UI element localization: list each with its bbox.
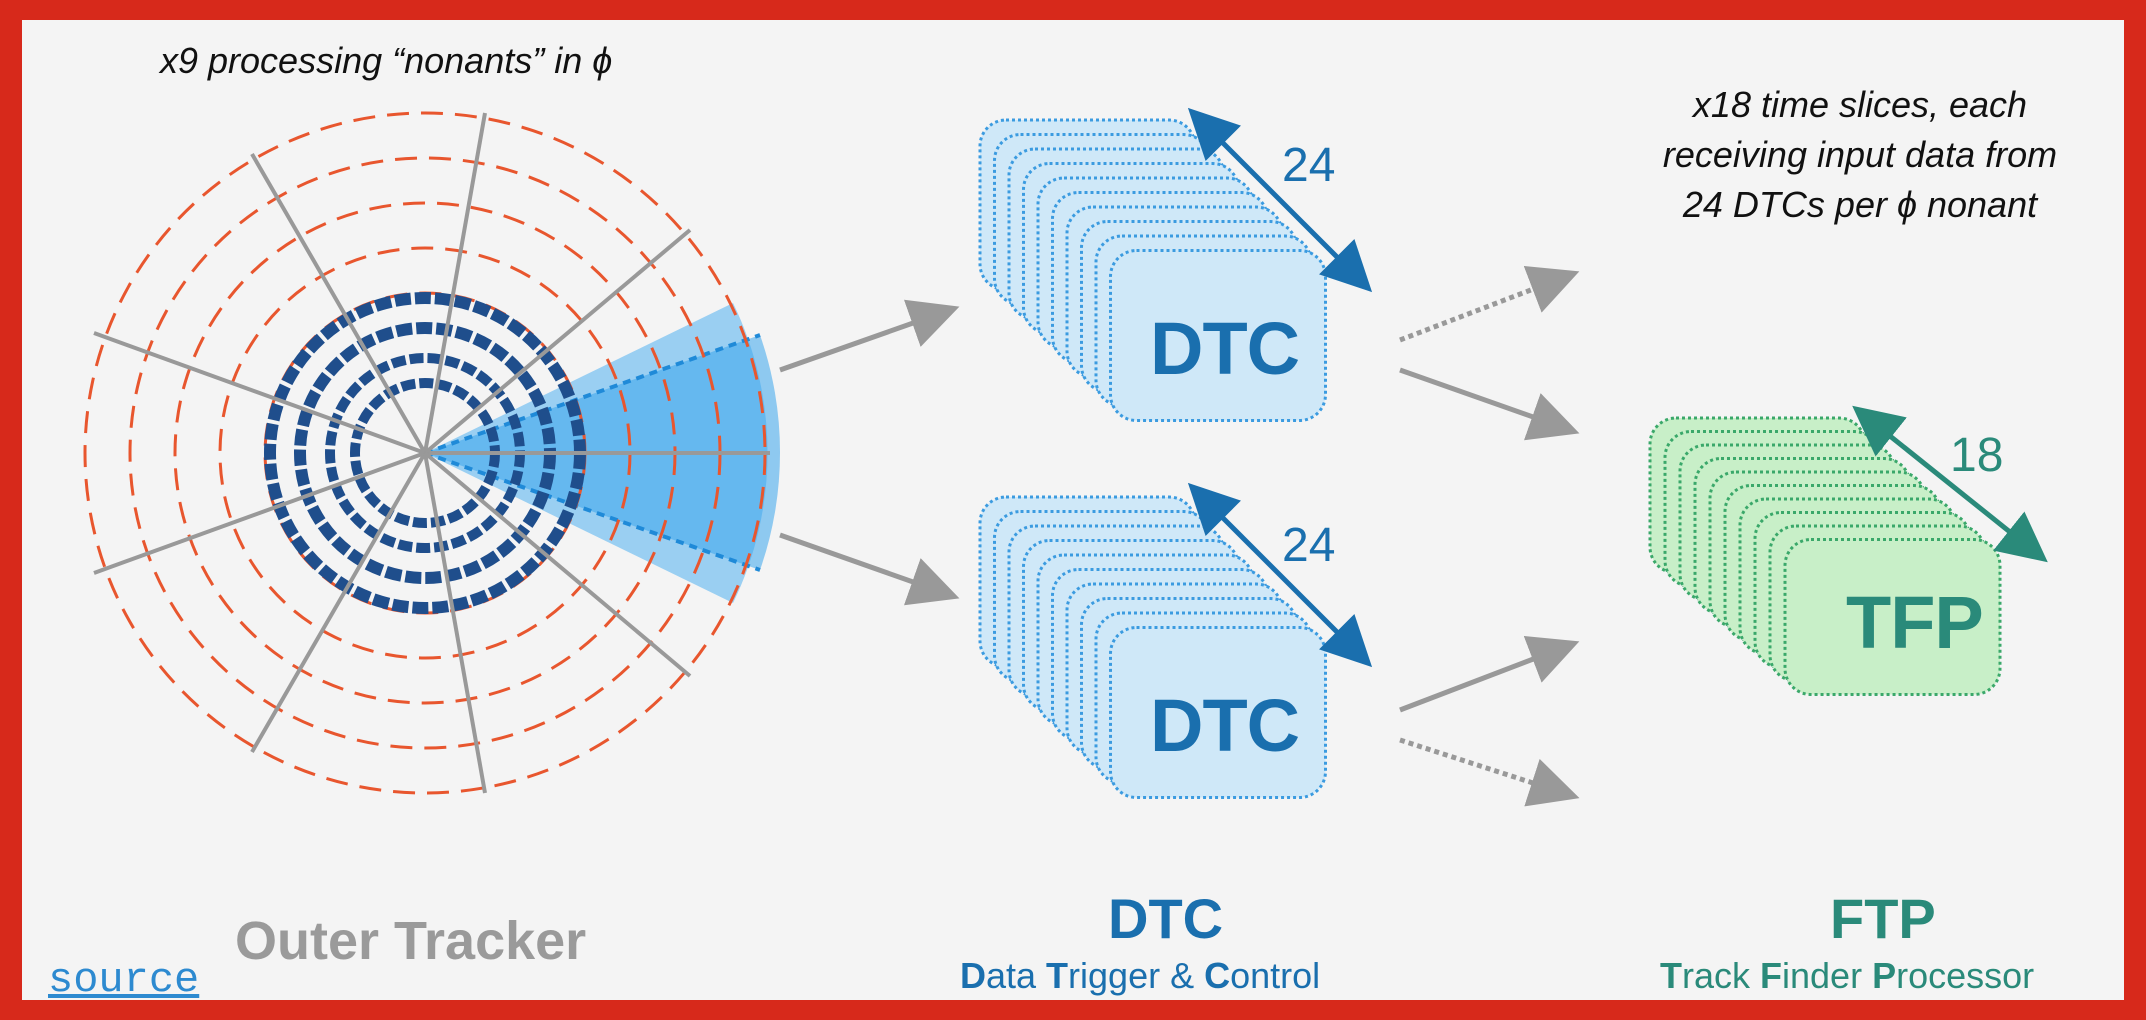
- tfp-count-arrow: [1852, 405, 2048, 563]
- dotted-arrow-dtc-bottom-lower: [1399, 737, 1580, 807]
- outer-tracker-diagram: [83, 111, 781, 795]
- arrow-dtc-bottom-to-tfp: [1399, 635, 1580, 713]
- phi-spokes: [93, 112, 770, 794]
- time-slice-note: x18 time slices, each receiving input da…: [1662, 84, 2058, 225]
- dtc-top-label: DTC: [1150, 307, 1300, 390]
- nonant-note: x9 processing “nonants” in ϕ: [160, 40, 613, 81]
- dtc-bottom-count-arrow: [1187, 482, 1373, 668]
- dtc-bottom-label: DTC: [1150, 684, 1300, 767]
- dtc-bottom-card: [1109, 626, 1327, 799]
- ftp-caption-title: FTP: [1830, 887, 1936, 950]
- dtc-caption-subtitle: Data Trigger & Control: [960, 955, 1321, 996]
- tfp-card: [1783, 538, 2002, 696]
- dtc-bottom-count: 24: [1282, 519, 1336, 572]
- ftp-caption-subtitle: Track Finder Processor: [1660, 955, 2035, 996]
- dtc-top-count-arrow: [1187, 107, 1373, 293]
- dtc-top-card: [1109, 249, 1327, 422]
- dtc-caption-title: DTC: [1108, 887, 1224, 950]
- source-link[interactable]: source: [48, 956, 200, 1004]
- dtc-top-count: 24: [1282, 139, 1336, 192]
- arrow-tracker-to-dtc-top: [779, 299, 960, 373]
- outer-tracker-caption: Outer Tracker: [235, 911, 587, 971]
- tfp-label: TFP: [1846, 581, 1984, 664]
- arrow-tracker-to-dtc-bottom: [779, 532, 960, 606]
- dotted-arrow-dtc-top-upper: [1399, 265, 1580, 343]
- arrow-dtc-top-to-tfp: [1399, 367, 1580, 441]
- tfp-count: 18: [1950, 429, 2004, 482]
